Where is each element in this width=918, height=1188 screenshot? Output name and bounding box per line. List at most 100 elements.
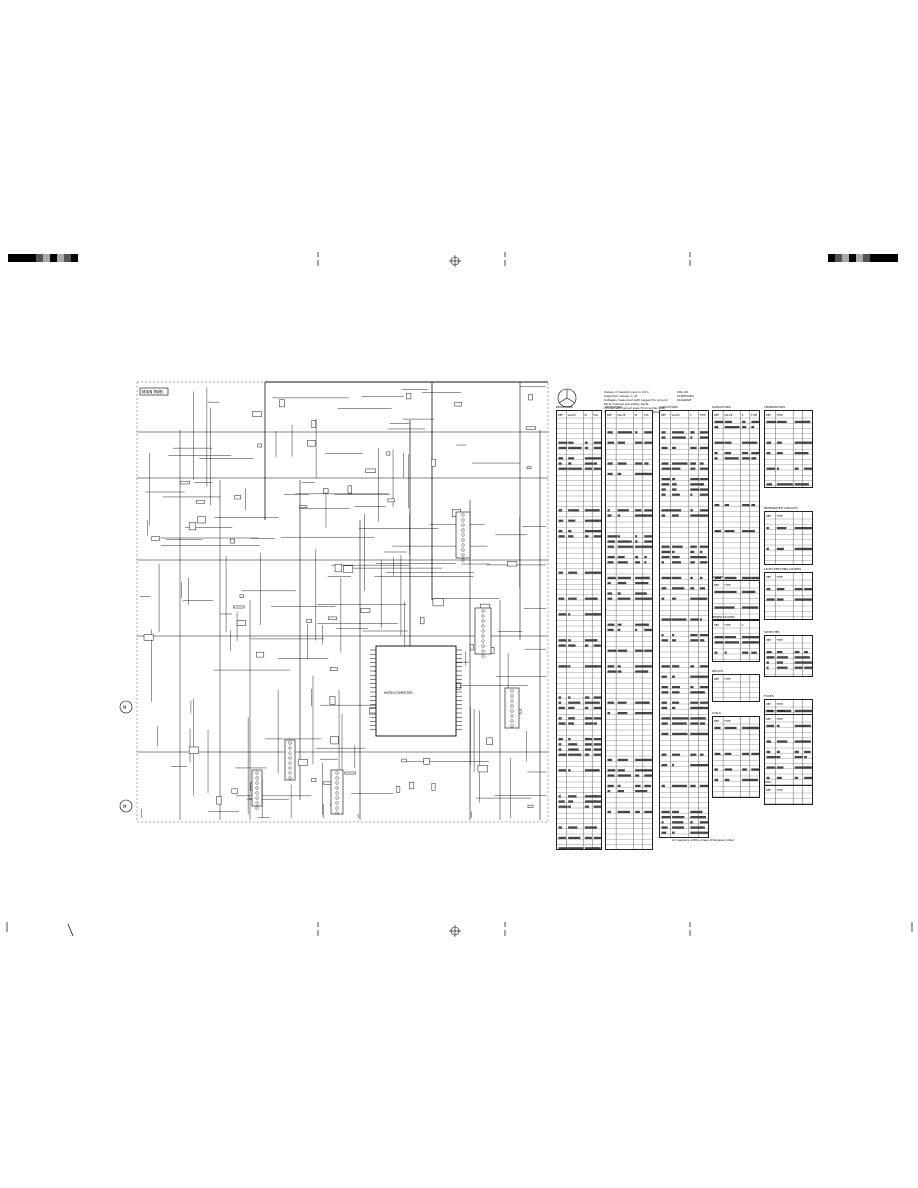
register-swatch <box>856 254 863 262</box>
parts-list-table: REF. TYPE <box>764 572 813 620</box>
logo-symbol <box>557 388 577 408</box>
parts-list-header: TYPE <box>751 413 758 417</box>
parts-list-header: REF. <box>766 413 772 417</box>
parts-list-header: REF. <box>714 719 720 723</box>
footnote: All resistors 1/6W unless otherwise note… <box>672 838 735 842</box>
parts-list-header: TYPE <box>776 514 783 518</box>
register-swatch <box>849 254 856 262</box>
parts-list-header: REF. <box>714 583 720 587</box>
parts-list-header: REF. <box>714 413 720 417</box>
parts-list-table: REF. TYPE <box>712 716 760 798</box>
legend-note: Voltages measured with respect to ground <box>604 398 668 402</box>
register-swatch <box>877 254 884 262</box>
parts-list-header: TYPE <box>776 717 783 721</box>
parts-list-header: TYPE <box>724 719 731 723</box>
legend-note: Component layout view from solder side <box>604 406 665 410</box>
register-swatch <box>828 254 835 262</box>
parts-list-header: VALUE <box>724 413 733 417</box>
wiring <box>137 381 548 820</box>
parts-list-header: TYPE <box>699 413 706 417</box>
legend-note: Capacitor values in uF <box>604 394 638 398</box>
register-swatch <box>891 254 898 262</box>
parts-list-table: REF. TYPE <box>712 580 760 620</box>
svg-text:M: M <box>123 804 127 809</box>
parts-list-header: TYPE <box>724 623 731 627</box>
parts-list-table: REF.TYPE <box>712 674 760 702</box>
parts-list-header: REF. <box>661 413 667 417</box>
parts-list-title: CONNECTORS <box>764 709 786 713</box>
parts-list-header: REF. <box>766 788 772 792</box>
parts-list-header: REF. <box>766 514 772 518</box>
parts-list-header: TYPE <box>776 702 783 706</box>
parts-list-header: TYPE <box>776 575 783 579</box>
register-swatch <box>15 254 22 262</box>
parts-list-header: TYPE <box>776 638 783 642</box>
register-swatch <box>884 254 891 262</box>
parts-list-header: VALUE <box>617 413 626 417</box>
parts-list-table: REF. TYPE <box>764 785 813 805</box>
register-swatch <box>29 254 36 262</box>
model-line: SCHEMATIC <box>677 394 695 398</box>
model-line: DIAGRAM <box>677 398 692 402</box>
register-swatch <box>57 254 64 262</box>
register-swatch <box>22 254 29 262</box>
parts-list-title: COILS <box>712 711 721 715</box>
register-target-bottom <box>449 925 461 937</box>
parts-list-title: DIODES <box>712 575 724 579</box>
parts-list-title: LIGHT EMITTING DIODES <box>764 567 801 571</box>
parts-list-title: MISC. <box>764 780 773 784</box>
register-swatch <box>50 254 57 262</box>
parts-list-title: INTEGRATED CIRCUITS <box>764 506 798 510</box>
register-target-top <box>449 255 461 267</box>
parts-list-header: REF. <box>766 575 772 579</box>
parts-list-header: TYPE <box>724 583 731 587</box>
parts-list-header: TOL <box>593 413 599 417</box>
parts-list-title: ZENER DIODES <box>712 615 735 619</box>
parts-list-table: REF. TYPE <box>764 511 813 565</box>
register-swatch <box>71 254 78 262</box>
register-swatch <box>842 254 849 262</box>
parts-list-header: VALUE <box>568 413 577 417</box>
parts-list-title: TRANSISTORS <box>764 405 785 409</box>
parts-list-table: REF. TYPE <box>764 635 813 677</box>
register-swatch <box>36 254 43 262</box>
register-swatch <box>43 254 50 262</box>
parts-list-title: CAPACITORS <box>712 405 731 409</box>
main-microcontroller: MICROCOMPUTER <box>370 645 462 737</box>
parts-list-header: REF. <box>714 677 720 681</box>
register-swatch <box>8 254 15 262</box>
parts-list-header: REF. <box>766 717 772 721</box>
components <box>143 392 536 815</box>
svg-text:M: M <box>123 705 127 710</box>
motor-symbol-upper: M <box>119 700 133 714</box>
parts-list-title: FUSES <box>764 694 774 698</box>
title-box-left-text: MAIN PWB <box>142 390 163 395</box>
register-swatch <box>835 254 842 262</box>
parts-list-table: REF. TYPE <box>764 410 813 488</box>
title-box: MAIN PWB <box>139 387 169 396</box>
parts-list-header: REF. <box>607 413 613 417</box>
parts-list-title: CAPACITORS <box>659 405 678 409</box>
parts-list-header: TYPE <box>776 788 783 792</box>
microcontroller-label: MICROCOMPUTER <box>384 691 413 695</box>
parts-list-header: W <box>584 413 587 417</box>
parts-list-header: REF. <box>766 638 772 642</box>
register-swatch <box>64 254 71 262</box>
register-swatch <box>863 254 870 262</box>
parts-list-header: TYPE <box>776 413 783 417</box>
parts-list-header: V <box>690 413 692 417</box>
legend-note: Values of resistors are in ohm <box>604 390 649 394</box>
legend-note: Parts marked are safety parts <box>604 402 649 406</box>
parts-list-header: TOL <box>644 413 650 417</box>
parts-list-header: REF. <box>766 702 772 706</box>
parts-list-header: V <box>742 623 744 627</box>
parts-list-title: RESISTORS <box>556 405 573 409</box>
parts-list-header: VALUE <box>672 413 681 417</box>
